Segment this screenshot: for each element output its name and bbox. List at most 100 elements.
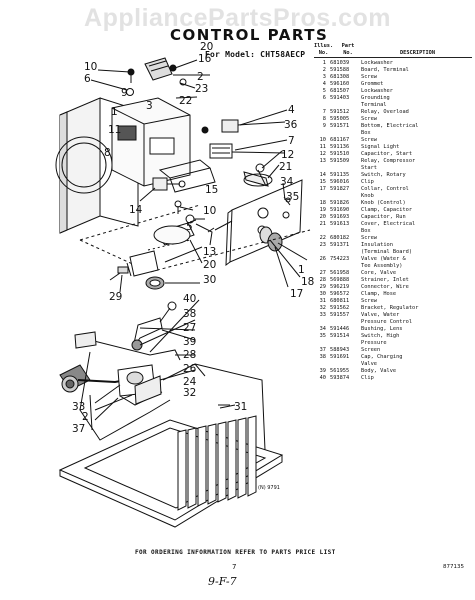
water-valve [74,331,97,349]
handwritten-code: 9-F-7 [208,575,237,588]
row-illus-no: 38 [319,354,326,360]
callout-35: 35 [286,191,299,203]
callout-38: 38 [183,308,196,320]
callout-28: 28 [183,349,196,361]
callout-33: 33 [72,401,85,413]
row-description: Grounding Terminal [361,95,390,108]
row-part-no: 591136 [330,144,350,150]
row-part-no: 591827 [330,186,350,192]
row-part-no: 680811 [330,298,350,304]
row-description: Clamp, Hose [361,291,397,297]
row-part-no: 588943 [330,347,350,353]
row-illus-no: 10 [319,137,326,143]
callout-29: 29 [109,291,122,303]
row-illus-no: 9 [322,123,326,129]
row-illus-no: 31 [319,298,326,304]
row-description: Capacitor, Start [361,151,413,157]
row-description: Valve (Water & Tee Assembly) [361,256,406,269]
callout-16: 16 [198,53,212,65]
header-rule [314,57,472,58]
row-description: Relay, Compressor Start [361,158,416,171]
page-number: 7 [232,563,237,571]
print-code: 877135 [443,564,464,570]
row-illus-no: 4 [322,81,326,87]
row-description: Screw [361,235,377,241]
row-part-no: 591613 [330,221,350,227]
table-header: Illus. No. Part No. DESCRIPTION [314,43,472,56]
row-part-no: 680182 [330,235,350,241]
start-capacitor [243,173,273,187]
callout-23: 23 [195,83,208,95]
row-illus-no: 14 [319,172,326,178]
callout-3: 3 [146,100,153,112]
callout-12: 12 [281,149,294,161]
row-illus-no: 23 [319,242,326,248]
row-part-no: 591512 [330,109,350,115]
row-illus-no: 26 [319,256,326,262]
row-part-no: 596572 [330,291,350,297]
callout-14: 14 [129,204,143,216]
condenser-coil [177,415,257,511]
row-part-no: 591509 [330,158,350,164]
callout-10-mid: 10 [203,205,216,217]
row-description: Switch, High Pressure [361,333,400,346]
row-description: Screw [361,137,377,143]
row-illus-no: 29 [319,284,326,290]
callout-4: 4 [288,104,295,116]
model-subtitle: For Model: CHT58AECP [205,50,306,59]
row-description: Lockwasher [361,88,393,94]
callout-8: 8 [104,147,111,159]
row-description: Signal Light [361,144,400,150]
callout-13: 13 [203,246,216,258]
row-part-no: 754223 [330,256,350,262]
row-illus-no: 28 [319,277,326,283]
table-row: 31 680811 Screw [314,298,472,305]
callout-6: 6 [84,73,91,85]
row-part-no: 591693 [330,214,350,220]
row-description: Screw [361,298,377,304]
row-illus-no: 22 [319,235,326,241]
row-description: Valve, Water Pressure Control [361,312,413,325]
row-illus-no: 34 [319,326,326,332]
row-illus-no: 6 [322,95,326,101]
ordering-note: FOR ORDERING INFORMATION REFER TO PARTS … [135,549,336,556]
row-illus-no: 35 [319,333,326,339]
callout-20-mid: 20 [203,259,216,271]
row-part-no: 591826 [330,200,350,206]
row-description: Body, Valve [361,368,397,374]
row-part-no: 591371 [330,242,350,248]
row-description: Switch, Rotary [361,172,406,178]
callout-9: 9 [121,87,128,99]
callout-5: 5 [186,221,193,233]
row-description: Clip [361,375,374,381]
run-capacitor [153,225,191,245]
row-description: Core, Valve [361,270,397,276]
col-part-no: Part No. [341,43,355,56]
row-illus-no: 7 [322,109,326,115]
row-description: Connector, Wire [361,284,409,290]
row-description: Board, Terminal [361,67,409,73]
row-illus-no: 18 [319,200,326,206]
col-description: DESCRIPTION [399,49,436,56]
row-description: Screen [361,347,381,353]
row-part-no: 569888 [330,277,350,283]
callout-18: 18 [301,276,314,288]
callout-26: 26 [183,363,197,375]
row-illus-no: 5 [322,88,326,94]
callout-39: 39 [183,336,196,348]
